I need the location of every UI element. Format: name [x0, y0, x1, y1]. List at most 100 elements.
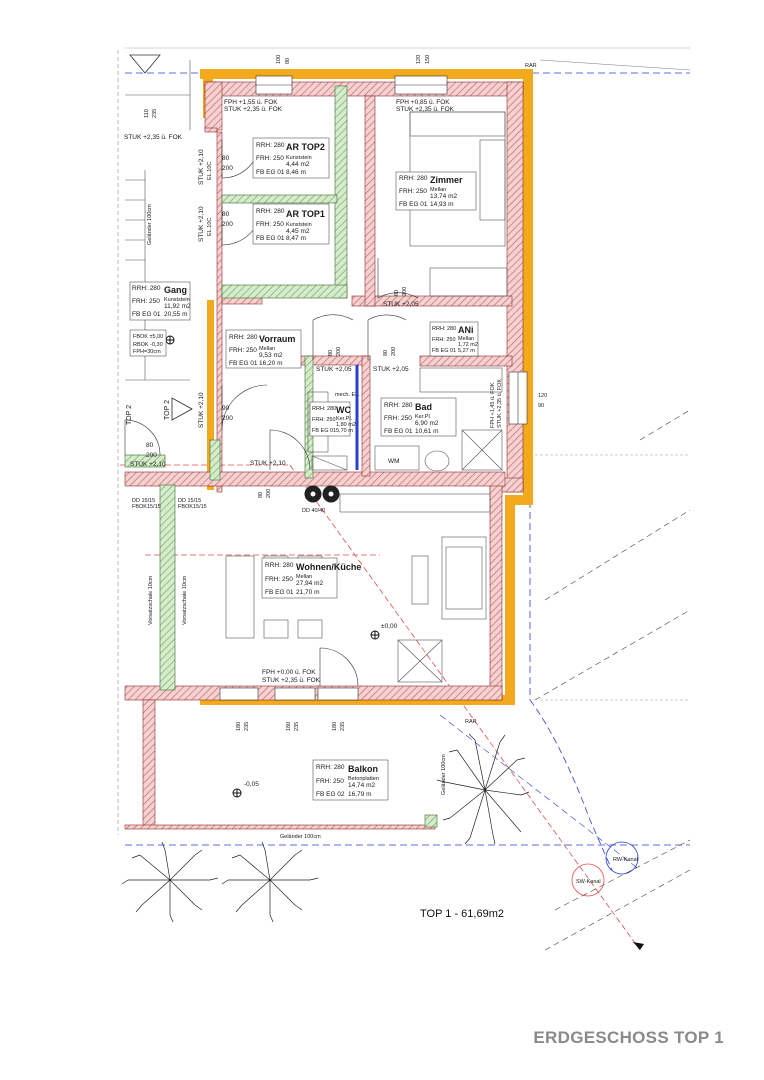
note-stuk-right: STUK +2,35 ü. FOK — [497, 379, 503, 428]
dim-bottom-2-a: 180 — [286, 722, 292, 731]
doors — [124, 139, 419, 687]
room-labels: RRH: 280 AR TOP2 FRH: 250 Kunststein 4,4… — [132, 142, 478, 798]
room-ar-top2-area: 4,44 m2 — [286, 161, 310, 168]
note-level-balkon: -0,05 — [244, 781, 259, 788]
note-dd: DD 40/40 — [302, 508, 325, 514]
room-gang-rrh: RRH: 280 — [132, 285, 161, 292]
room-bad-frh: FRH: 250 — [384, 415, 412, 422]
note-stuk-205-b: STUK +2,05 — [316, 366, 352, 373]
dim-door-vor-a: 90 — [222, 405, 230, 412]
note-fbok-a: FBOK15/15 — [132, 504, 161, 510]
dim-window-1-a: 100 — [276, 55, 282, 64]
dim-top-left-a: 110 — [144, 109, 150, 118]
section-marker-icon — [171, 397, 193, 421]
dim-window-2-b: 150 — [425, 55, 431, 64]
room-balkon-name: Balkon — [348, 764, 378, 774]
note-wm: WM — [388, 458, 400, 465]
room-ani-perimeter: 5,27 m — [458, 348, 475, 354]
room-bad-floor: Ker.Pl. — [415, 414, 432, 420]
note-mech-el: mech. EL. — [335, 392, 360, 398]
room-bad-area: 6,90 m2 — [415, 420, 439, 427]
dim-door-ar1-b: 200 — [222, 221, 233, 228]
dim-door-bad-a: 80 — [383, 350, 389, 356]
room-ani-floor: Mellan — [458, 336, 474, 342]
windows — [219, 75, 528, 701]
dim-door-gang-b: 200 — [146, 452, 157, 459]
room-vorraum-rrh: RRH: 280 — [229, 334, 258, 341]
note-stuk-205-c: STUK +2,05 — [373, 366, 409, 373]
dim-window-2-a: 120 — [416, 55, 422, 64]
room-wohnen-area: 27,94 m2 — [296, 580, 323, 587]
note-el-a: EL.10C — [207, 162, 213, 180]
room-tag-frames — [129, 137, 479, 801]
note-stuk-210-a: STUK +2,10 — [198, 149, 205, 185]
room-ani-rrh: RRH: 280 — [432, 326, 456, 332]
room-gang-area: 11,92 m2 — [164, 303, 191, 310]
room-wc-rrh: RRH: 280 — [312, 406, 336, 412]
room-balkon-rrh: RRH: 280 — [316, 764, 345, 771]
room-wc-code: FB EG 01 — [312, 428, 336, 434]
room-ar-top2-floor: Kunststein — [286, 155, 312, 161]
note-stuk-210-c: STUK +2,10 — [198, 392, 205, 428]
ventilation-icon — [304, 485, 340, 503]
room-ar-top1-code: FB EG 01 — [256, 235, 285, 242]
room-wc-floor: Ker.Pl. — [336, 416, 353, 422]
dim-top-left-b: 235 — [152, 109, 158, 118]
room-balkon-area: 14,74 m2 — [348, 782, 375, 789]
note-level-zero: ±0,00 — [381, 623, 398, 630]
room-vorraum-area: 9,53 m2 — [259, 352, 283, 359]
room-ar-top1-area: 4,45 m2 — [286, 228, 310, 235]
sheet-title: ERDGESCHOSS TOP 1 — [533, 1028, 724, 1047]
dim-bottom-3-a: 180 — [332, 722, 338, 731]
walls-green — [124, 85, 438, 828]
dim-door-ar2-a: 80 — [222, 155, 230, 162]
dim-door-zim-a: 80 — [394, 290, 400, 296]
room-ani-area: 1,72 m2 — [458, 342, 478, 348]
room-zimmer-perimeter: 14,93 m — [430, 201, 454, 208]
room-gang-name: Gang — [164, 285, 187, 295]
note-fph-1: FPH +1,55 ü. FOK — [224, 99, 278, 106]
dim-door-vor-b: 200 — [222, 415, 233, 422]
room-zimmer-code: FB EG 01 — [399, 201, 428, 208]
room-gang-floor: Kunststein — [164, 297, 190, 303]
note-stuk-bottom: STUK +2,35 ü. FOK — [262, 677, 321, 684]
room-vorraum-frh: FRH: 250 — [229, 347, 257, 354]
note-gelaender-left: Geländer 100cm — [147, 204, 153, 245]
room-gang-frh: FRH: 250 — [132, 298, 160, 305]
room-wc-name: WC — [336, 405, 351, 415]
dim-door-ar2-b: 200 — [222, 165, 233, 172]
note-stuk-210-e: STUK +2,10 — [130, 461, 166, 468]
dim-door-vr2-a: 80 — [258, 492, 264, 498]
dim-window-1-b: 80 — [285, 58, 291, 64]
room-wohnen-perimeter: 21,70 m — [296, 589, 320, 596]
level-marker-icon — [165, 335, 380, 798]
room-balkon-frh: FRH: 250 — [316, 778, 344, 785]
dim-door-zim-b: 200 — [402, 287, 408, 296]
room-ani-name: ANi — [458, 325, 474, 335]
room-wc-perimeter: 5,70 m — [336, 428, 353, 434]
dim-bottom-2-b: 235 — [294, 722, 300, 731]
room-bad-perimeter: 10,61 m — [415, 428, 439, 435]
dim-window-right-b: 90 — [538, 403, 544, 409]
note-fph-right: FPH +1,45 ü. FOK — [490, 382, 496, 428]
note-gelaender-bottom: Geländer 100cm — [280, 834, 321, 840]
note-vorsatz-1: Vorsatzschale 10cm — [148, 575, 154, 625]
room-gang-perimeter: 20,55 m — [164, 311, 188, 318]
room-ani-frh: FRH: 250 — [432, 337, 456, 343]
note-fph-2: FPH +0,85 ü. FOK — [396, 99, 450, 106]
note-stuk-210-b: STUK +2,10 — [198, 206, 205, 242]
room-wohnen-rrh: RRH: 280 — [265, 562, 294, 569]
note-dd-a: DD 15/15 — [132, 498, 155, 504]
room-gang-code: FB EG 01 — [132, 311, 161, 318]
note-vorsatz-2: Vorsatzschale 10cm — [182, 575, 188, 625]
note-fbok-c: FBOK15/15 — [178, 504, 207, 510]
note-rw-kanal: RW-Kanal — [613, 857, 638, 863]
note-fph-30: FPH=30cm — [133, 349, 161, 355]
total-area: TOP 1 - 61,69m2 — [420, 908, 504, 920]
room-balkon-floor: Betonplatten — [348, 776, 379, 782]
walls-red — [124, 81, 524, 830]
room-zimmer-area: 13,74 m2 — [430, 193, 457, 200]
room-wohnen-floor: Mellan — [296, 574, 312, 580]
dim-door-bad-b: 200 — [391, 347, 397, 356]
